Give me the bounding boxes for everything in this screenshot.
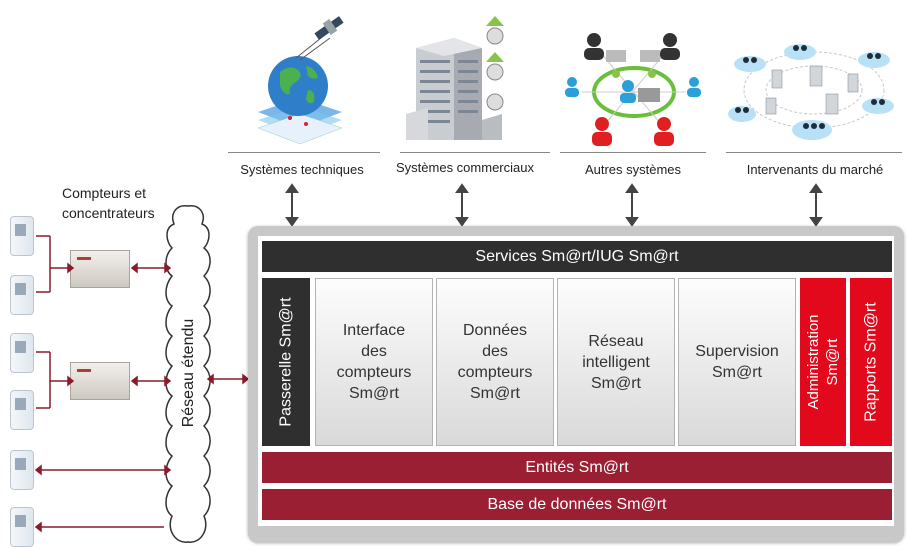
gateway-module: Passerelle Sm@rt (262, 278, 310, 446)
arrowhead (809, 183, 823, 193)
gateway-label: Passerelle Sm@rt (277, 297, 295, 427)
meters-heading: Compteurs et concentrateurs (62, 185, 155, 221)
services-bar: Services Sm@rt/IUG Sm@rt (262, 241, 892, 272)
system-label-market: Intervenants du marché (746, 162, 884, 177)
satellite-globe-icon (257, 16, 344, 145)
system-label-other: Autres systèmes (584, 162, 682, 177)
concentrator-icon (70, 362, 130, 400)
arrowhead (625, 217, 639, 227)
module-reports: Rapports Sm@rt (850, 278, 892, 446)
meter-icon (10, 390, 34, 430)
administration-label: Administration Sm@rt (805, 314, 841, 410)
office-building-icon (406, 16, 504, 140)
module-supervision: Supervision Sm@rt (678, 278, 796, 446)
meter-icon (10, 275, 34, 315)
reports-label: Rapports Sm@rt (862, 302, 880, 422)
arrowhead (455, 217, 469, 227)
arrowhead (285, 183, 299, 193)
wan-cloud (165, 205, 211, 543)
meter-icon (10, 507, 34, 547)
arrowhead (625, 183, 639, 193)
system-divider (726, 152, 902, 153)
system-divider (400, 152, 550, 153)
module-meter-interface: Interface des compteurs Sm@rt (315, 278, 433, 446)
system-divider (560, 152, 706, 153)
meter-icon (10, 216, 34, 256)
system-divider (228, 152, 380, 153)
people-network-icon (565, 33, 701, 146)
meter-icon (10, 450, 34, 490)
database-bar: Base de données Sm@rt (262, 489, 892, 520)
meter-icon (10, 333, 34, 373)
arrowhead (455, 183, 469, 193)
module-meter-data: Données des compteurs Sm@rt (436, 278, 554, 446)
entities-bar: Entités Sm@rt (262, 452, 892, 483)
module-administration: Administration Sm@rt (800, 278, 846, 446)
cloud-network-icon (728, 44, 894, 140)
arrowhead (809, 217, 823, 227)
arrowhead (285, 217, 299, 227)
module-smart-grid: Réseau intelligent Sm@rt (557, 278, 675, 446)
system-label-commercial: Systèmes commerciaux (396, 160, 534, 175)
system-label-technical: Systèmes techniques (240, 162, 364, 177)
